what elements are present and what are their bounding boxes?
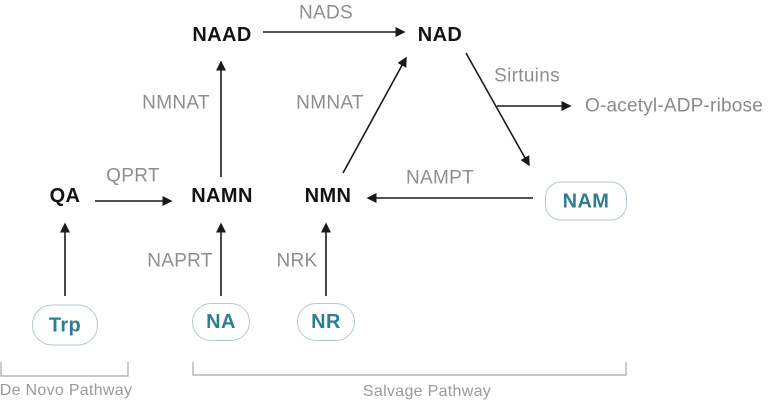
pill-nr: NR [297, 303, 355, 341]
node-o-acetyl-adp-ribose: O-acetyl-ADP-ribose [585, 95, 764, 117]
enzyme-nampt: NAMPT [406, 167, 474, 189]
salvage-pathway-label: Salvage Pathway [362, 383, 492, 400]
enzyme-nrk: NRK [276, 250, 318, 272]
de-novo-bracket [0, 362, 129, 377]
pill-trp: Trp [32, 304, 98, 346]
node-nmn: NMN [304, 185, 352, 207]
enzyme-nads: NADS [299, 2, 353, 24]
node-qa: QA [49, 185, 81, 207]
pill-na: NA [192, 303, 250, 341]
enzyme-naprt: NAPRT [147, 250, 213, 272]
enzyme-nmnat-left: NMNAT [142, 92, 210, 114]
pill-nam-label: NAM [562, 190, 610, 212]
salvage-bracket [192, 362, 627, 376]
enzyme-nmnat-right: NMNAT [296, 92, 364, 114]
pill-nam: NAM [545, 181, 627, 221]
node-nad: NAD [417, 24, 463, 46]
node-naad: NAAD [192, 24, 252, 46]
pill-na-label: NA [206, 311, 236, 333]
enzyme-qprt: QPRT [106, 165, 160, 187]
pill-trp-label: Trp [48, 314, 82, 336]
pill-nr-label: NR [311, 311, 341, 333]
arrow-nmn-to-nad [342, 56, 407, 174]
enzyme-sirtuins: Sirtuins [494, 65, 560, 87]
arrow-nad-to-nam [465, 52, 530, 167]
de-novo-pathway-label: De Novo Pathway [0, 382, 133, 399]
node-namn: NAMN [191, 185, 253, 207]
